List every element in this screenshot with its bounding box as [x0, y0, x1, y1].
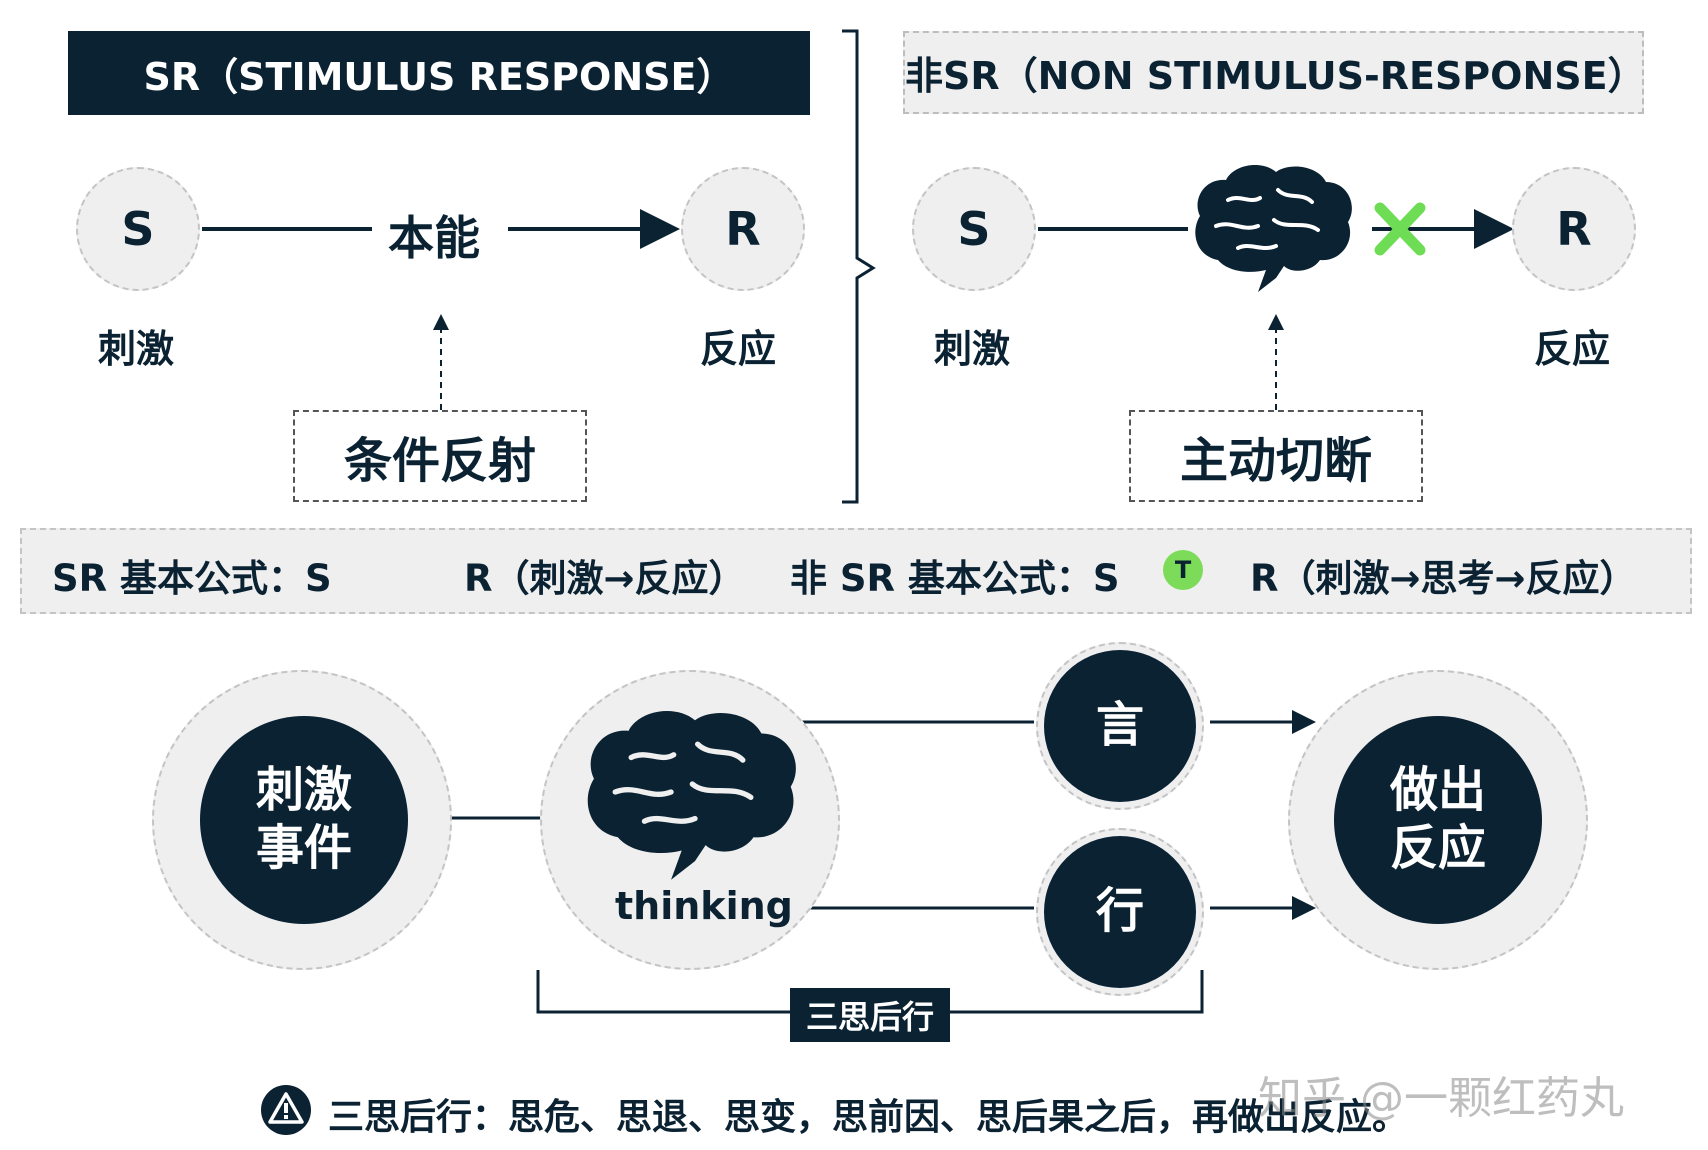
footer-note: 三思后行：思危、思退、思变，思前因、思后果之后，再做出反应。 — [328, 1097, 1409, 1138]
nonsr-header: 非SR（NON STIMULUS-RESPONSE） — [903, 31, 1646, 114]
thinking-badge: T — [1163, 550, 1203, 590]
nonsr-response-letter: R — [1556, 202, 1592, 256]
sr-label-response: 反应 — [700, 327, 777, 371]
sr-conditioned-box: 条件反射 — [293, 410, 587, 502]
nonsr-stimulus-letter: S — [957, 202, 991, 256]
formula-bar — [20, 528, 1692, 614]
sr-conditioned-label: 条件反射 — [343, 433, 536, 489]
nonsr-cutoff-label: 主动切断 — [1179, 433, 1372, 489]
flow-line-to-speech — [788, 720, 1034, 730]
nonsr-label-stimulus: 刺激 — [934, 327, 1011, 371]
sr-label-stimulus: 刺激 — [98, 327, 175, 371]
speech-label: 言 — [1095, 697, 1144, 754]
thinking-badge-label: T — [1174, 556, 1192, 584]
formula-nonsr-prefix: 非 SR 基本公式：S — [790, 557, 1120, 600]
nonsr-response-node: R — [1512, 167, 1636, 291]
stimulus-event-node: 刺激 事件 — [200, 716, 408, 924]
formula-nonsr-suffix: R（刺激→思考→反应） — [1250, 557, 1637, 600]
sr-header: SR（STIMULUS RESPONSE） — [68, 31, 810, 115]
cross-icon — [1374, 202, 1426, 256]
warning-icon — [261, 1085, 311, 1135]
nonsr-stimulus-node: S — [912, 167, 1036, 291]
formula-sr-suffix: R（刺激→反应） — [464, 557, 746, 600]
center-brace — [842, 29, 876, 504]
nonsr-label-response: 反应 — [1534, 327, 1611, 371]
sr-response-letter: R — [725, 202, 761, 256]
action-node: 行 — [1044, 836, 1196, 988]
thinking-brain-icon — [587, 710, 796, 880]
sr-stimulus-letter: S — [121, 202, 155, 256]
flow-line-to-action — [788, 898, 1034, 910]
brain-icon — [1195, 165, 1352, 292]
nonsr-cutoff-box: 主动切断 — [1129, 410, 1423, 502]
speech-node: 言 — [1044, 650, 1196, 802]
sr-stimulus-node: S — [76, 167, 200, 291]
formula-sr-prefix: SR 基本公式：S — [52, 557, 332, 600]
sr-response-node: R — [681, 167, 805, 291]
watermark: 知乎 @一颗红药丸 — [1258, 1073, 1624, 1124]
think-twice-tag: 三思后行 — [790, 988, 950, 1042]
thinking-label: thinking — [615, 884, 793, 928]
action-label: 行 — [1095, 883, 1144, 940]
response-node: 做出 反应 — [1334, 716, 1542, 924]
think-twice-label: 三思后行 — [805, 998, 934, 1036]
sr-instinct-label: 本能 — [382, 202, 486, 268]
